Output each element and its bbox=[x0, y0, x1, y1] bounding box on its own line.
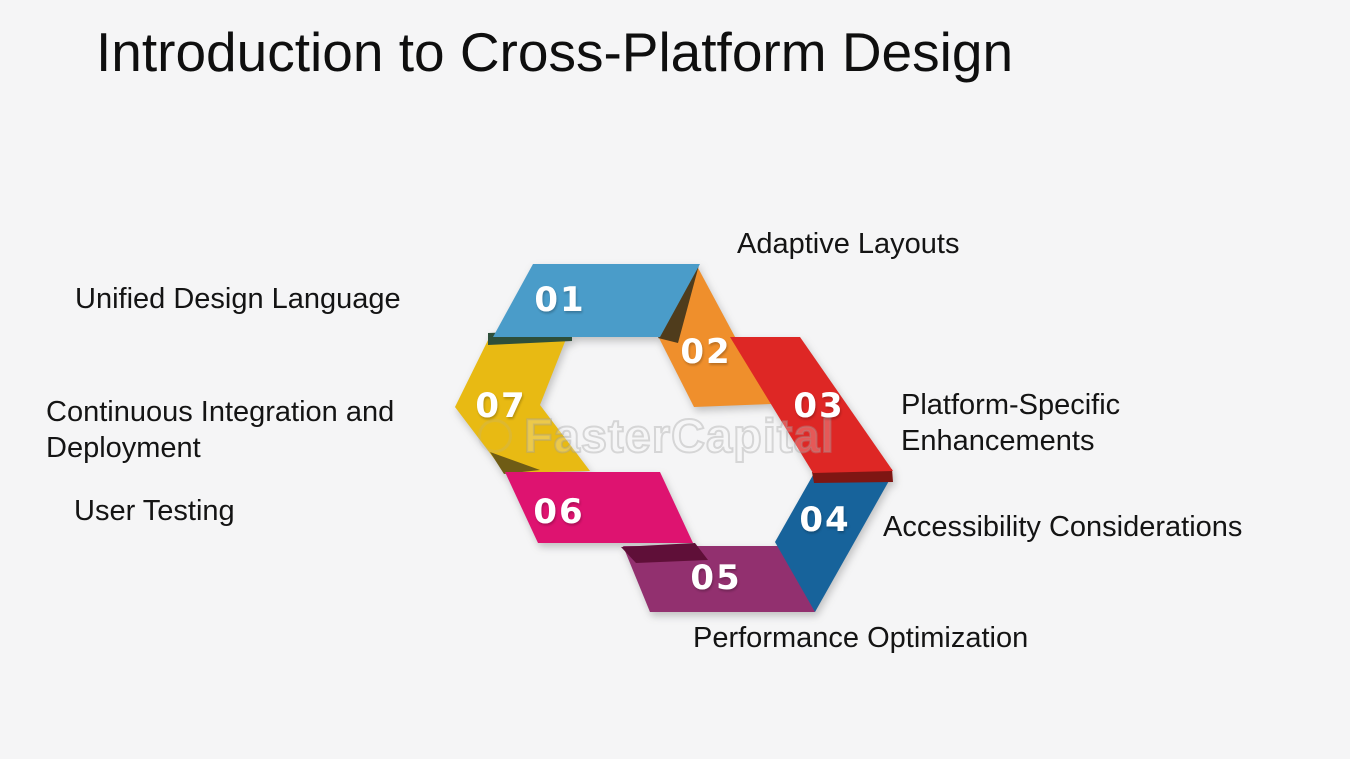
fold-06-05 bbox=[621, 543, 708, 563]
step-label-platform-specific-enhancements: Platform-Specific Enhancements bbox=[901, 389, 1121, 457]
segment-03-shape bbox=[730, 337, 893, 473]
segment-07-shape bbox=[455, 334, 590, 473]
fold-07-06 bbox=[490, 452, 540, 474]
step-label-unified-design-language: Unified Design Language bbox=[75, 283, 401, 315]
step-number-06: 06 bbox=[533, 492, 585, 532]
step-label-adaptive-layouts: Adaptive Layouts bbox=[737, 228, 960, 260]
step-number-02: 02 bbox=[680, 332, 732, 372]
segment-05-shape bbox=[623, 546, 815, 612]
step-number-03: 03 bbox=[793, 386, 845, 426]
segment-04-shape bbox=[775, 475, 890, 612]
step-label-accessibility-considerations: Accessibility Considerations bbox=[883, 511, 1243, 543]
step-number-07: 07 bbox=[475, 386, 527, 426]
segment-01-shape bbox=[493, 264, 700, 337]
segment-06-shape bbox=[505, 472, 693, 543]
step-label-performance-optimization: Performance Optimization bbox=[693, 622, 1029, 654]
step-number-01: 01 bbox=[534, 280, 586, 320]
page-title: Introduction to Cross-Platform Design bbox=[96, 21, 1014, 83]
step-number-04: 04 bbox=[799, 500, 851, 540]
step-number-05: 05 bbox=[690, 558, 742, 598]
step-label-user-testing: User Testing bbox=[74, 495, 235, 527]
step-label-continuous-integration-deployment: Continuous Integration and Deployment bbox=[46, 396, 395, 464]
